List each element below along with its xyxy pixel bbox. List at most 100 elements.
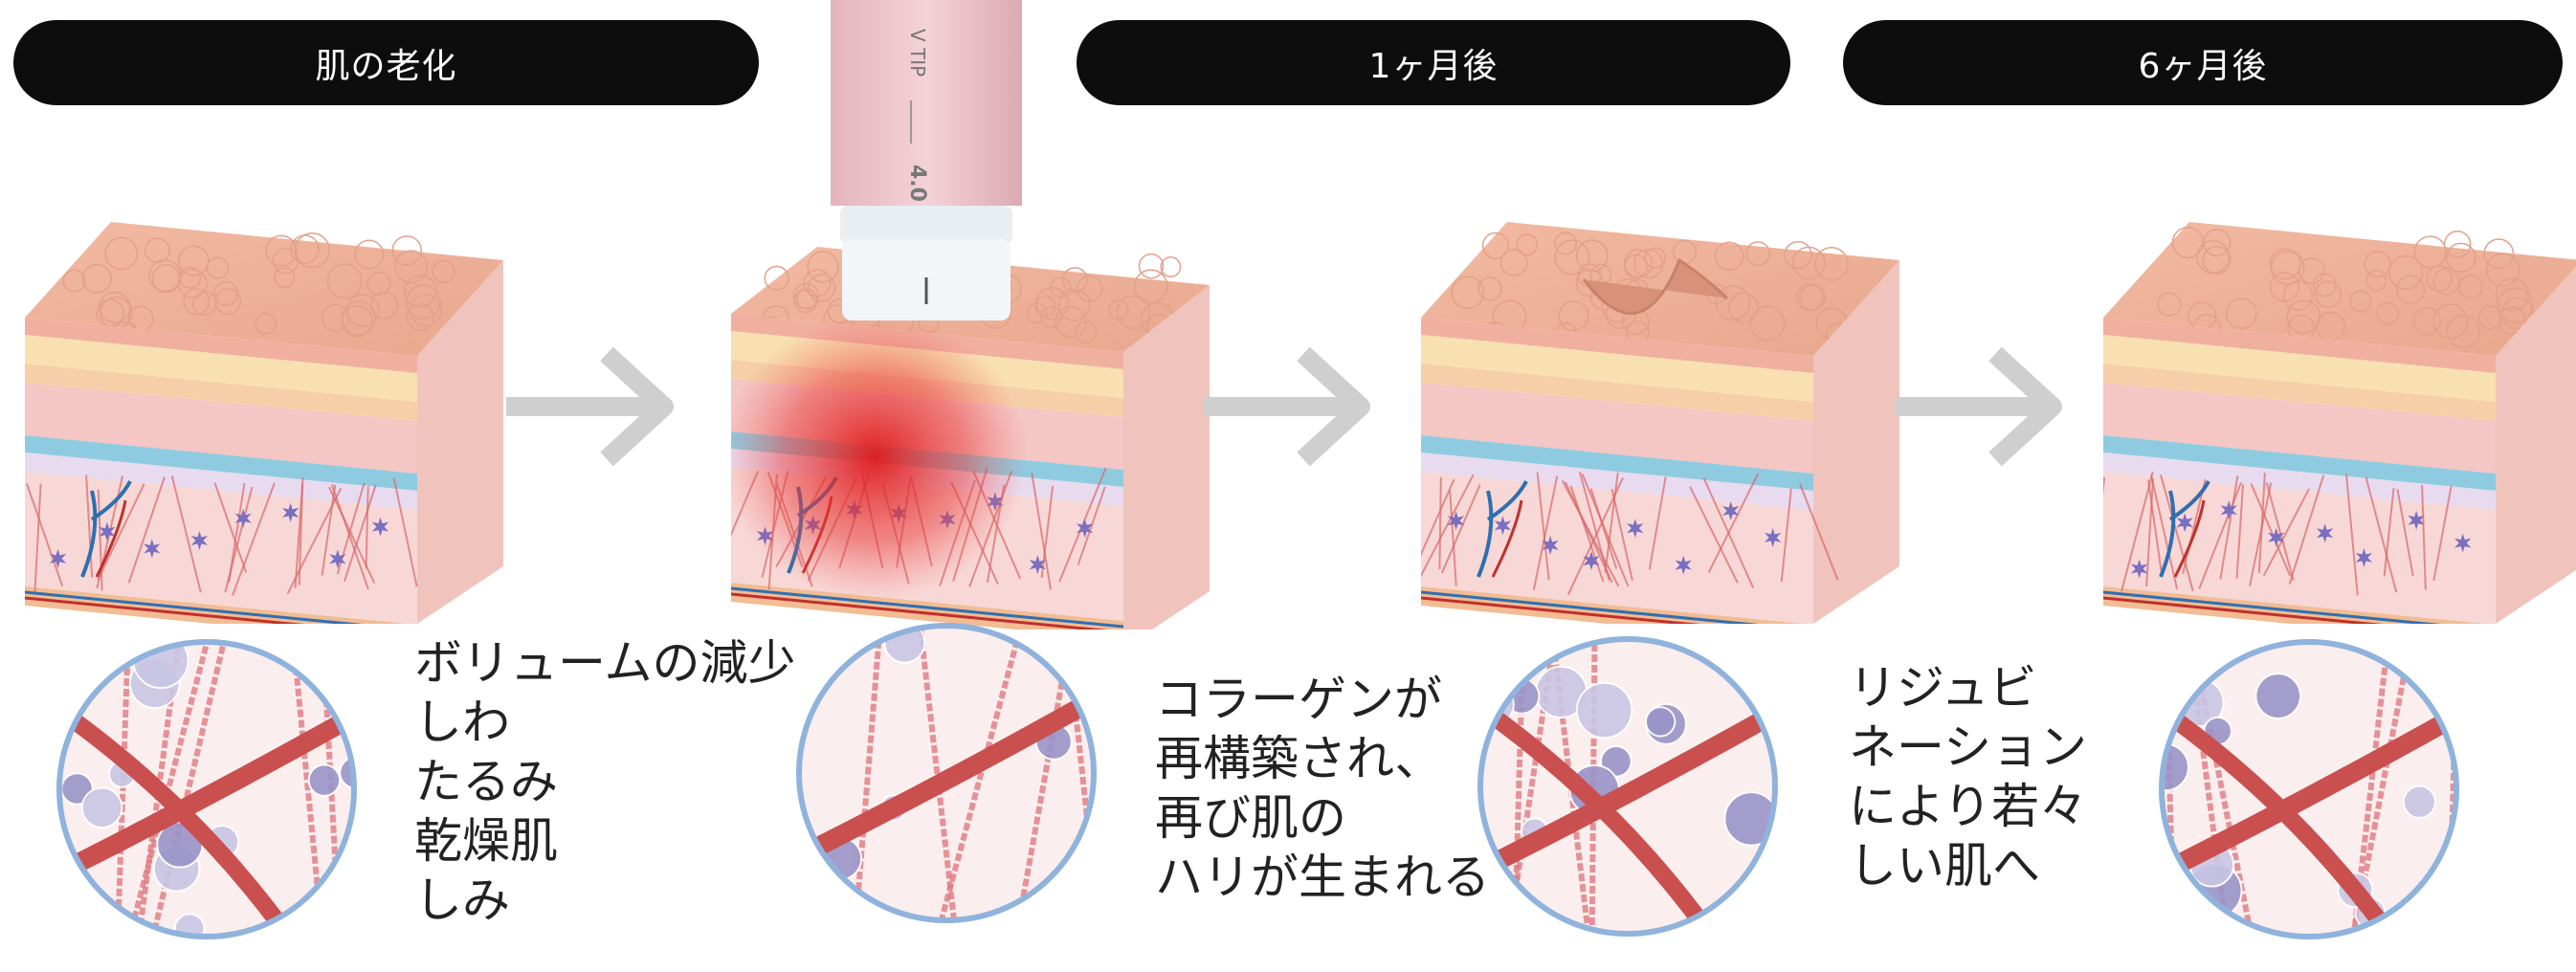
skin-cell-outline (1076, 276, 1103, 302)
skin-side (2496, 266, 2576, 624)
fibroblast-star-icon (2176, 513, 2193, 533)
fibroblast-star-icon (1765, 527, 1782, 547)
skin-layer (1421, 586, 1804, 624)
elastin-cell (1497, 916, 1543, 934)
skin-cell-outline (2446, 314, 2480, 349)
thin-collagen-fiber (853, 626, 884, 920)
fibroblast-star-icon (2316, 523, 2334, 543)
skin-cell-outline (2349, 290, 2372, 313)
ultrasound-heat-zone (731, 314, 1028, 601)
fibroblast-star-icon (282, 502, 300, 522)
skin-cell-outline (1623, 254, 1649, 279)
skin-cell-outline (2458, 275, 2483, 299)
skin-cell-outline (2426, 265, 2454, 293)
device-tip-label: V TIP (906, 29, 929, 77)
elastin-cell (1723, 891, 1767, 934)
fibroblast-star-icon (49, 548, 67, 568)
elastin-cell (2409, 914, 2445, 937)
skin-cell-outline (1558, 300, 1589, 332)
thin-collagen-fiber (937, 626, 1026, 920)
collagen-fiber (213, 482, 248, 573)
skin-cell-outline (2202, 245, 2232, 275)
blood-vessel-blue (2159, 480, 2210, 578)
device-ring (840, 206, 1012, 244)
skin-cell-outline (1795, 283, 1824, 312)
skin-cell-outline (370, 291, 399, 320)
elastin-cell (1072, 891, 1094, 920)
skin-cell-outline (2203, 229, 2232, 257)
skin-layer (2103, 435, 2496, 491)
text-line: ネーション (1849, 719, 2087, 775)
collagen-fiber (1438, 476, 1442, 569)
skin-cell-outline (1039, 306, 1062, 329)
collagen-fiber (2146, 479, 2164, 576)
collagen-fiber (228, 482, 246, 584)
fibroblast-star-icon (144, 539, 161, 559)
collagen-fiber (26, 483, 64, 586)
collagen-fiber (2432, 486, 2453, 582)
skin-cell-outline (104, 236, 138, 271)
collagen-closeup-6-months (2159, 639, 2459, 939)
collagen-fiber (365, 486, 369, 569)
fibroblast-star-icon (1447, 511, 1465, 531)
skin-cell-outline (803, 269, 832, 298)
skin-cell-outline (1633, 249, 1664, 279)
skin-layer (25, 318, 417, 373)
arrow-right-icon (506, 346, 674, 467)
blood-vessel-red (2173, 499, 2206, 578)
skin-cell-outline (1784, 240, 1812, 270)
skin-side (417, 260, 503, 624)
fibroblast-star-icon (2454, 533, 2472, 553)
collagen-fiber (2262, 488, 2310, 577)
fibroblast-star-icon (1542, 535, 1559, 555)
collagen-fiber (2257, 473, 2266, 573)
text-line: ハリが生まれる (1155, 850, 1490, 905)
fibroblast-star-icon (1675, 555, 1692, 575)
skin-cell-outline (2365, 270, 2387, 292)
skin-cell-outline (214, 288, 242, 316)
collagen-fiber (170, 475, 202, 593)
collagen-fiber (1578, 471, 1610, 581)
skin-layer (2103, 453, 2496, 510)
collagen-fiber (2250, 483, 2292, 577)
skin-cell-outline (1451, 276, 1485, 310)
skin-side (1813, 260, 1899, 624)
collagen-bundle (1480, 701, 1775, 881)
skin-cell-outline (795, 288, 817, 310)
collagen-fiber (392, 477, 418, 587)
collagen-fiber (2344, 474, 2359, 596)
thin-collagen-fiber (114, 642, 132, 937)
skin-layer (1421, 335, 1813, 402)
collagen-bundle (799, 688, 1094, 868)
elastin-cell (1644, 706, 1677, 738)
skin-cell-outline (2500, 297, 2535, 330)
skin-layer (1421, 318, 1813, 373)
ultrasound-device-icon: V TIP 4.0 (831, 0, 1022, 320)
skin-cell-outline (405, 284, 441, 320)
collagen-fiber (1589, 488, 1618, 569)
skin-cell-outline (2314, 280, 2343, 308)
vessel-line (2103, 596, 2384, 624)
skin-cell-outline (183, 288, 211, 316)
fibroblast-star-icon (1494, 516, 1512, 536)
stage-label-text: 1ヶ月後 (1368, 46, 1499, 86)
skin-cell-outline (2269, 248, 2301, 280)
skin-cell-outline (2387, 254, 2424, 291)
fibroblast-star-icon (1029, 555, 1046, 575)
skin-cell-outline (807, 273, 836, 302)
fibroblast-star-icon (2268, 527, 2285, 547)
collagen-fiber (1707, 473, 1760, 574)
stage-label-1-month: 1ヶ月後 (1077, 20, 1790, 105)
skin-cell-outline (354, 239, 385, 270)
collagen-rebuild-text: コラーゲンが 再構築され、 再び肌の ハリが生まれる (1155, 670, 1490, 907)
vessel-line (1421, 596, 1701, 624)
skin-surface (1421, 222, 1899, 356)
collagen-fiber (2421, 485, 2427, 590)
collagen-closeup-1-month (1477, 636, 1778, 937)
collagen-fiber (2159, 475, 2194, 592)
skin-cell-outline (2413, 235, 2447, 269)
collagen-fiber (2396, 489, 2414, 577)
collagen-bundle (59, 704, 354, 884)
skin-cell-outline (148, 259, 182, 293)
collagen-fiber (1449, 490, 1457, 586)
